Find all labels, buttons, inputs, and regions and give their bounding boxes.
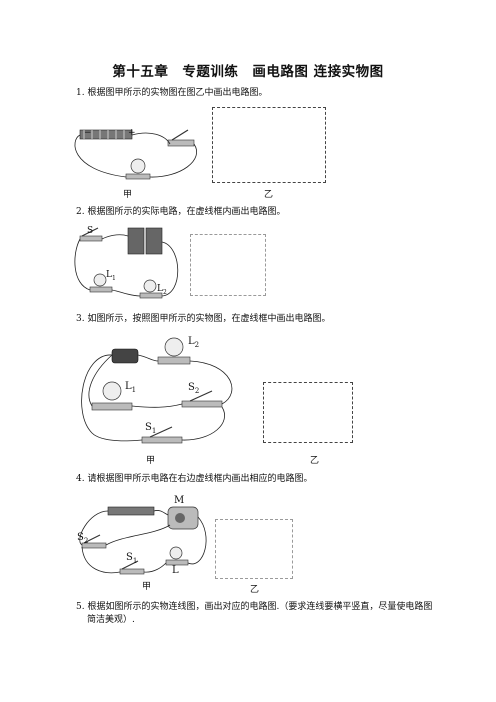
bulb-icon <box>130 158 146 174</box>
switch-icon <box>181 400 223 408</box>
caption-yi: 乙 <box>250 585 260 595</box>
bulb-icon <box>102 381 122 401</box>
caption-jia: 甲 <box>142 582 152 592</box>
label-q3-l1: L1 <box>125 381 137 394</box>
caption-jia: 甲 <box>146 456 156 466</box>
question-4: 4. 请根据图甲所示电路在右边虚线框内画出相应的电路图。 <box>76 473 312 486</box>
label-q3-s2: S2 <box>188 382 200 395</box>
figure-3-circuit <box>81 337 233 444</box>
caption-yi: 乙 <box>264 190 274 200</box>
label-l1: L1 <box>106 270 116 282</box>
question-number: 1. <box>76 88 85 98</box>
label-q3-l2: L2 <box>188 336 200 349</box>
question-3: 3. 如图所示，按照图甲所示的实物图，在虚线框中画出电路图。 <box>76 313 330 326</box>
answer-box-2 <box>190 234 266 296</box>
question-text: 根据如图所示的实物连线图，画出对应的电路图.（要求连线要横平竖直，尽量使电路图 <box>87 602 433 612</box>
question-text: 根据图所示的实际电路，在虚线框内画出电路图。 <box>87 207 286 217</box>
label-q4-m: M <box>174 495 185 506</box>
figure-1-circuit <box>74 129 197 180</box>
bulb-icon <box>164 337 184 357</box>
answer-box-3 <box>263 382 353 443</box>
page-title: 第十五章 专题训练 画电路图 连接实物图 <box>112 64 384 80</box>
question-text: 请根据图甲所示电路在右边虚线框内画出相应的电路图。 <box>87 474 313 484</box>
battery-icon <box>111 348 139 364</box>
label-l2: L2 <box>157 284 167 296</box>
battery-icon <box>107 506 155 516</box>
question-text: 根据图甲所示的实物图在图乙中画出电路图。 <box>87 88 268 98</box>
switch-icon <box>81 542 107 549</box>
label-q4-s2: S2 <box>77 532 89 545</box>
bulb-icon <box>93 273 107 287</box>
switch-icon <box>141 436 183 444</box>
question-2: 2. 根据图所示的实际电路，在虚线框内画出电路图。 <box>76 206 285 219</box>
caption-jia: 甲 <box>123 190 133 200</box>
question-5: 5. 根据如图所示的实物连线图，画出对应的电路图.（要求连线要横平竖直，尽量使电… <box>76 601 446 627</box>
bulb-icon <box>169 546 183 560</box>
question-text-cont: 简洁美观）. <box>87 615 135 625</box>
question-number: 5. <box>76 602 85 612</box>
question-1: 1. 根据图甲所示的实物图在图乙中画出电路图。 <box>76 87 267 100</box>
question-number: 2. <box>76 207 85 217</box>
answer-box-1 <box>212 107 326 183</box>
label-q3-s1: S1 <box>145 422 157 435</box>
label-s: S <box>87 226 94 236</box>
battery-icon <box>127 227 145 255</box>
label-q4-l: L <box>172 565 179 576</box>
battery-icon <box>79 129 133 140</box>
switch-icon <box>119 568 145 575</box>
answer-box-4 <box>215 519 293 579</box>
question-text: 如图所示，按照图甲所示的实物图，在虚线框中画出电路图。 <box>87 314 331 324</box>
label-q4-s1: S1 <box>126 552 138 565</box>
switch-icon <box>167 139 195 147</box>
question-number: 3. <box>76 314 85 324</box>
caption-yi: 乙 <box>310 456 320 466</box>
battery-minus-label: − <box>84 128 92 138</box>
switch-icon <box>79 235 103 242</box>
bulb-icon <box>143 279 157 293</box>
figure-2-circuit <box>74 227 179 299</box>
battery-plus-label: + <box>128 128 136 138</box>
figure-4-circuit <box>79 506 207 575</box>
question-number: 4. <box>76 474 85 484</box>
